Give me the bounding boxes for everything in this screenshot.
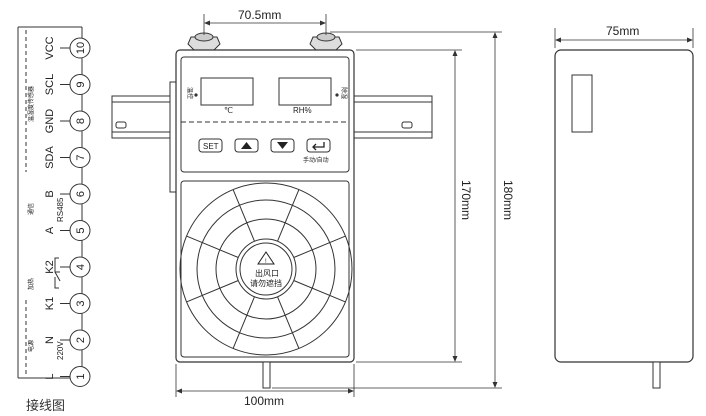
fan-spoke bbox=[186, 280, 239, 303]
fan-spoke bbox=[293, 235, 346, 258]
temp-indicator-led bbox=[194, 93, 198, 97]
terminal-number: 3 bbox=[75, 300, 87, 306]
terminal-number: 8 bbox=[75, 118, 87, 124]
up-arrow-icon bbox=[241, 142, 252, 149]
set-button-label: SET bbox=[203, 142, 219, 151]
group-power-label: 电源 bbox=[27, 340, 35, 352]
terminal-label: N bbox=[44, 336, 56, 344]
temp-indicator-label: 温控 bbox=[186, 87, 194, 99]
down-arrow-icon bbox=[277, 142, 288, 149]
fan-grille bbox=[179, 182, 353, 356]
dim-width-label: 75mm bbox=[606, 24, 639, 38]
temp-unit: ℃ bbox=[224, 106, 233, 115]
terminal-number: 6 bbox=[75, 191, 87, 197]
hum-indicator-led bbox=[335, 93, 339, 97]
hum-indicator-label: 除湿 bbox=[340, 87, 348, 99]
enter-button[interactable] bbox=[306, 138, 331, 153]
terminal-number: 10 bbox=[75, 42, 87, 54]
terminal-number: 4 bbox=[75, 264, 87, 270]
terminal-label: K1 bbox=[44, 297, 56, 310]
terminal-strip: 10 VCC 9 SCL 8 GND 7 SDA 6 B 5 A 4 K2 3 K1 2 N 1 L 温湿度传感器 通… bbox=[17, 26, 91, 387]
terminal-label: SCL bbox=[44, 74, 56, 95]
temp-display bbox=[200, 77, 254, 106]
terminal-label: B bbox=[44, 190, 56, 197]
hum-unit: RH% bbox=[293, 106, 312, 115]
outlet-line1: 出风口 bbox=[255, 268, 279, 278]
fan-spoke bbox=[293, 280, 346, 303]
terminal-number: 9 bbox=[75, 81, 87, 87]
terminal-number: 1 bbox=[75, 373, 87, 379]
fan-spoke bbox=[277, 189, 300, 242]
rail-slot-right bbox=[401, 121, 413, 129]
voltage-label: 220V bbox=[56, 341, 65, 360]
warning-glyph: ! bbox=[265, 259, 267, 265]
outlet-center bbox=[239, 242, 293, 296]
rail-slot-left bbox=[115, 121, 127, 129]
fan-spoke bbox=[186, 235, 239, 258]
terminal-number: 7 bbox=[75, 154, 87, 160]
warning-icon bbox=[257, 251, 275, 265]
dim-height-outer-label: 180mm bbox=[501, 180, 515, 220]
enter-icon bbox=[312, 142, 325, 151]
side-bracket bbox=[169, 81, 177, 193]
rs485-label: RS485 bbox=[56, 197, 65, 222]
relay-switch bbox=[54, 271, 61, 282]
terminal-label: GND bbox=[44, 109, 56, 134]
group-sensor-label: 温湿度传感器 bbox=[27, 86, 35, 122]
terminal-label: A bbox=[44, 226, 56, 234]
fan-spoke bbox=[277, 296, 300, 349]
side-view: 75mm bbox=[554, 24, 694, 389]
fan-spoke bbox=[232, 189, 255, 242]
group-heat-label: 加热 bbox=[27, 278, 35, 290]
front-dimensions: 70.5mm 100mm 170mm 180mm bbox=[175, 8, 515, 408]
set-button[interactable] bbox=[198, 138, 223, 153]
outlet-line2: 请勿遮挡 bbox=[250, 278, 282, 288]
terminal-label: K2 bbox=[44, 260, 56, 273]
caption: 接线图 bbox=[26, 399, 66, 414]
control-panel bbox=[180, 56, 350, 173]
terminal-number: 5 bbox=[75, 227, 87, 233]
drain-pipe bbox=[262, 361, 271, 389]
fan-spoke bbox=[232, 296, 255, 349]
terminal-label: VCC bbox=[44, 36, 56, 59]
relay-bracket bbox=[54, 257, 60, 289]
front-view: ℃ RH% 温控 除湿 SET 手动/自动 ! 出风口 请勿遮挡 bbox=[111, 32, 433, 389]
terminal-label: L bbox=[44, 373, 56, 379]
dim-bottom-label: 100mm bbox=[244, 394, 284, 408]
dim-height-inner-label: 170mm bbox=[459, 180, 473, 220]
dim-top-label: 70.5mm bbox=[238, 8, 281, 22]
terminal-label: SDA bbox=[44, 146, 56, 169]
manual-auto-label: 手动/自动 bbox=[303, 156, 329, 164]
group-comm-label: 通信 bbox=[27, 203, 35, 215]
hum-display bbox=[278, 77, 332, 106]
terminal-number: 2 bbox=[75, 337, 87, 343]
side-window bbox=[571, 74, 593, 133]
side-drain-pipe bbox=[652, 361, 661, 389]
